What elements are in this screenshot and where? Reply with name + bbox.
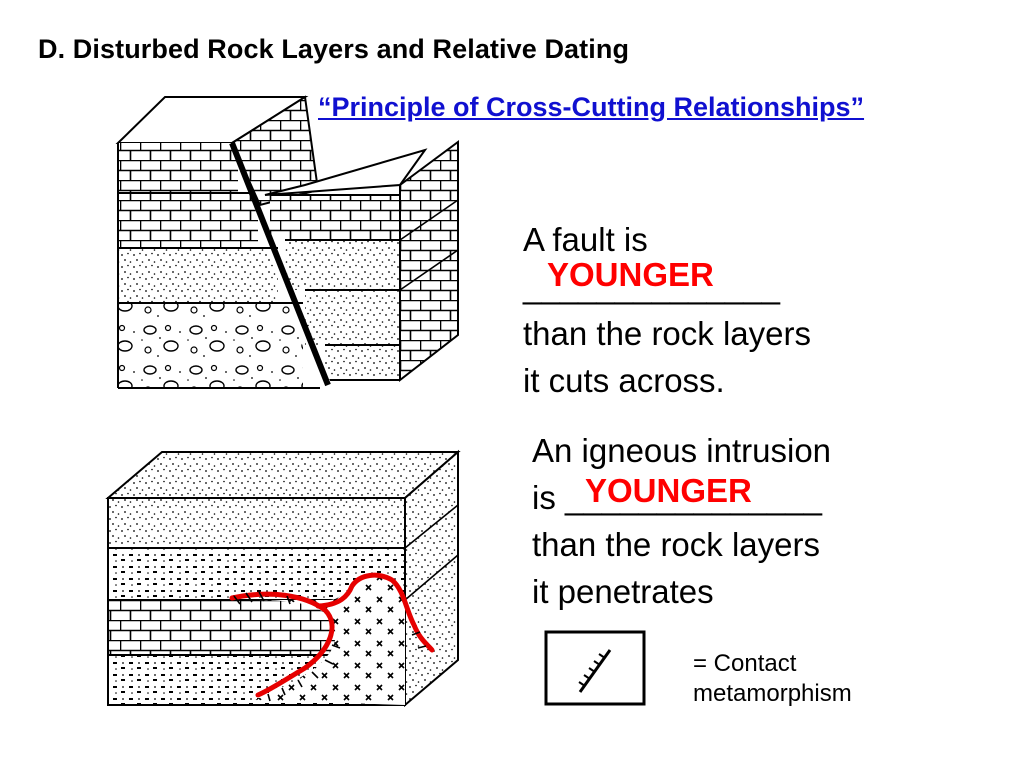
intrusion-answer: YOUNGER	[585, 472, 752, 509]
fault-line-4: it cuts across.	[523, 362, 725, 399]
contact-metamorphism-legend-symbol	[544, 630, 646, 706]
fault-answer: YOUNGER	[547, 256, 714, 293]
page-subtitle: “Principle of Cross-Cutting Relationship…	[318, 92, 865, 122]
intrusion-line-3: than the rock layers	[532, 526, 820, 563]
fault-blank: ______________	[523, 268, 780, 305]
intrusion-line-4: it penetrates	[532, 573, 714, 610]
legend-line-2: metamorphism	[693, 680, 852, 707]
legend-text: = Contact metamorphism	[693, 649, 852, 709]
intrusion-statement: An igneous intrusion is ______________ t…	[532, 427, 831, 615]
fault-statement: A fault is ______________ than the rock …	[523, 216, 811, 404]
intrusion-diagram	[105, 449, 461, 708]
intrusion-line-2: is ______________	[532, 479, 822, 516]
fault-line-1: A fault is	[523, 221, 648, 258]
fault-line-3: than the rock layers	[523, 315, 811, 352]
legend-line-1: = Contact	[693, 650, 797, 677]
page-title: D. Disturbed Rock Layers and Relative Da…	[38, 34, 630, 64]
fault-diagram	[115, 95, 459, 390]
intrusion-line-1: An igneous intrusion	[532, 432, 832, 469]
